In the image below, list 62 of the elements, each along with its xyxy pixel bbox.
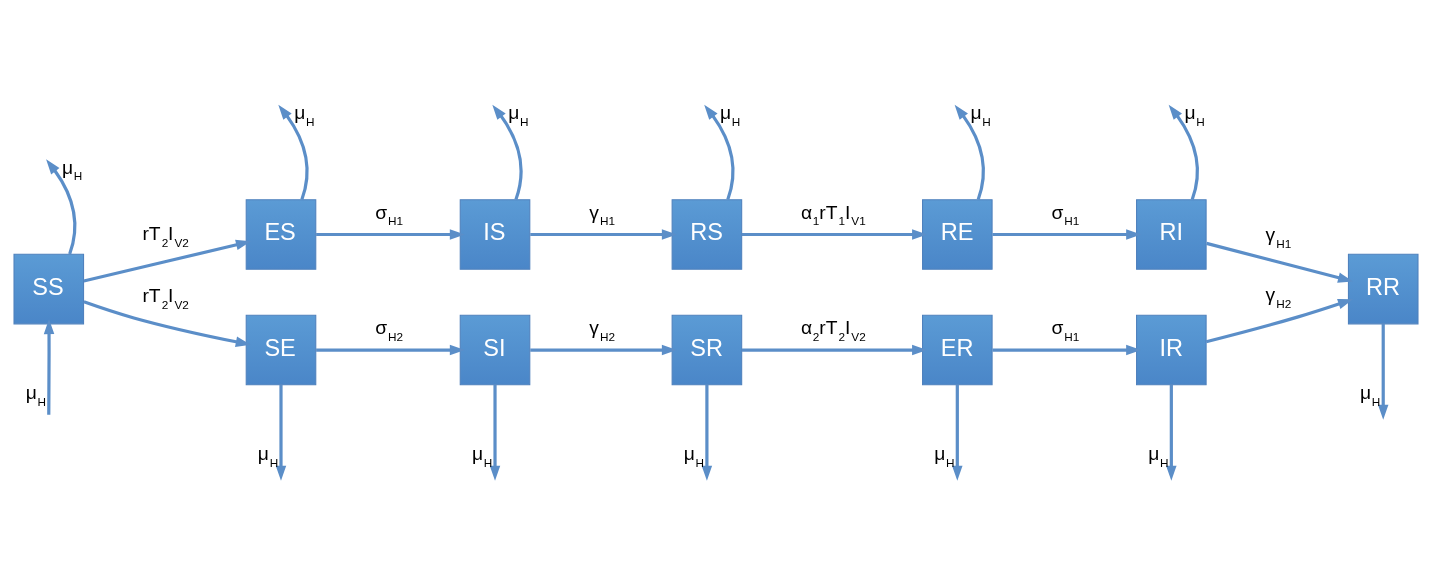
arrow	[316, 344, 465, 356]
edge-label: μ$_{H}$	[294, 102, 315, 128]
arrow	[530, 344, 677, 356]
edge-label: μ$_{H}$	[934, 443, 955, 469]
edge-label: μ$_{H}$	[257, 443, 279, 469]
edge-label: σ$_{H2}$	[375, 317, 404, 343]
edge-label: μ$_{H}$	[471, 443, 493, 469]
arrow	[492, 104, 523, 200]
node-box: RI	[1136, 199, 1207, 270]
edge-label: rT$_{2}$I$_{V2}$	[142, 223, 189, 249]
arrow	[954, 104, 985, 200]
edge-label: σ$_{H1}$	[1051, 201, 1080, 228]
edge-label: α$_{1}$rT$_{1}$I$_{V1}$	[801, 201, 866, 228]
arrow	[43, 319, 55, 415]
edge-label: μ$_{H}$	[683, 443, 705, 469]
edge-label: γ$_{H2}$	[589, 317, 615, 343]
arrow	[83, 239, 251, 283]
arrow	[992, 229, 1142, 240]
node-box: SR	[671, 314, 743, 386]
arrow	[46, 159, 77, 255]
edge-label: μ$_{H}$	[1148, 443, 1169, 469]
node-box: IR	[1136, 314, 1207, 386]
arrow	[275, 384, 287, 481]
arrow	[1205, 299, 1353, 344]
edge-label: σ$_{H1}$	[375, 201, 404, 228]
node-box: ES	[245, 199, 317, 270]
node-box: SE	[245, 314, 317, 386]
arrow	[1168, 104, 1199, 200]
edge-label: σ$_{H1}$	[1051, 317, 1080, 343]
arrow	[741, 344, 928, 356]
edge-label: μ$_{H}$	[970, 102, 991, 128]
edge-label: μ$_{H}$	[1360, 382, 1381, 408]
edge-label: μ$_{H}$	[508, 102, 529, 128]
edge-label: μ$_{H}$	[61, 156, 83, 183]
edge-label: μ$_{H}$	[720, 102, 741, 128]
edge-label: μ$_{H}$	[1184, 102, 1205, 128]
arrow	[1377, 323, 1389, 420]
arrow	[83, 300, 251, 347]
node-box: SS	[13, 253, 85, 325]
edge-label: γ$_{H2}$	[1265, 284, 1292, 310]
node-box: RR	[1347, 253, 1419, 325]
arrow	[741, 229, 928, 240]
arrow	[489, 384, 501, 481]
arrow	[316, 229, 465, 240]
arrow	[704, 104, 735, 200]
node-box: RS	[671, 199, 743, 270]
arrow	[701, 384, 713, 481]
arrow	[278, 104, 309, 200]
node-box: IS	[459, 199, 531, 270]
edge-label: rT$_{2}$I$_{V2}$	[142, 285, 189, 311]
edge-label: μ$_{H}$	[25, 382, 47, 408]
edge-label: α$_{2}$rT$_{2}$I$_{V2}$	[801, 317, 866, 343]
arrow	[530, 229, 677, 240]
arrow	[1206, 241, 1354, 283]
arrow	[1166, 384, 1177, 481]
arrow	[992, 344, 1142, 356]
arrow	[952, 384, 963, 481]
node-box: ER	[922, 314, 993, 386]
edge-label: γ$_{H1}$	[589, 201, 615, 228]
node-box: RE	[922, 199, 993, 270]
node-box: SI	[459, 314, 531, 386]
edge-label: γ$_{H1}$	[1265, 224, 1292, 250]
